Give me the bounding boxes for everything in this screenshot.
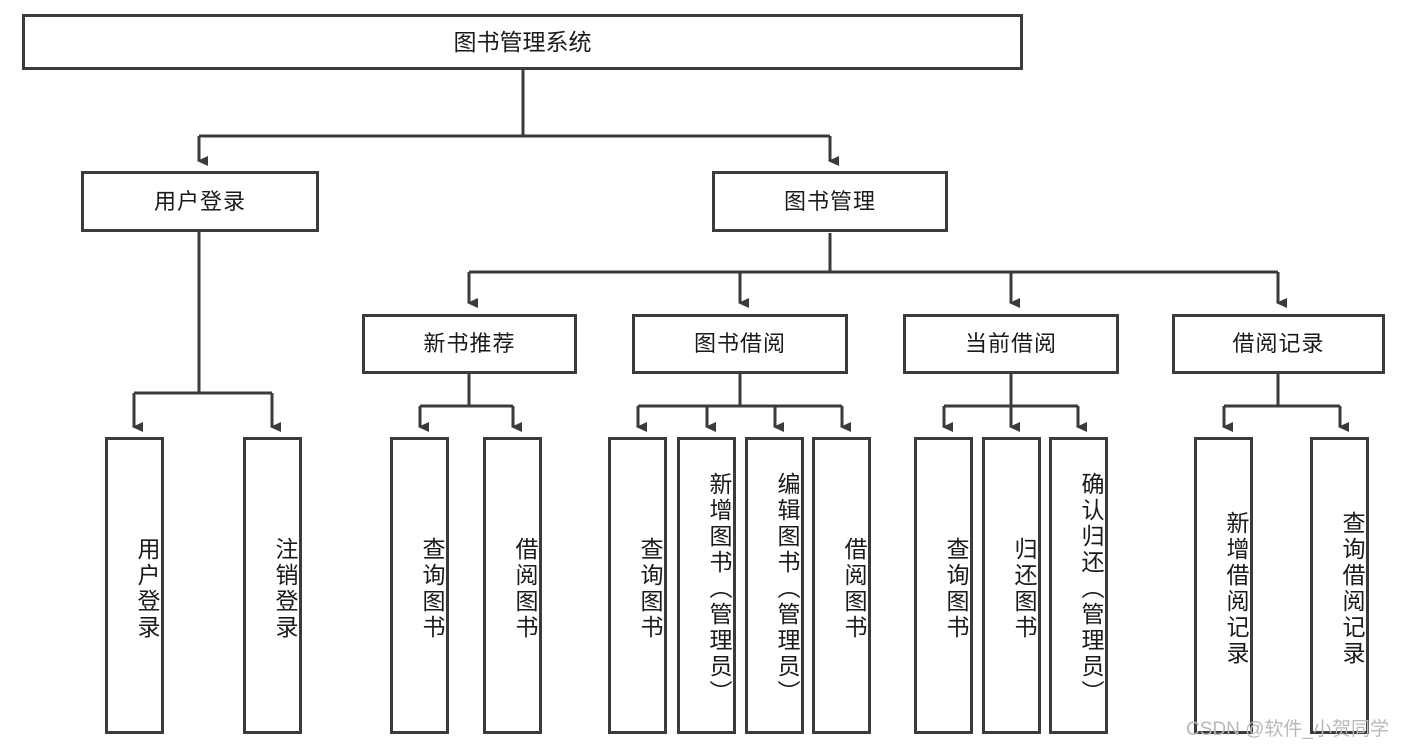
leaf-add-book-admin[interactable]: 新增图书（管理员） <box>677 437 736 734</box>
leaf-user-login[interactable]: 用户登录 <box>105 437 164 734</box>
node-label: 用户登录 <box>134 536 160 641</box>
node-label: 借阅图书 <box>841 536 867 641</box>
node-label: 新增借阅记录 <box>1223 510 1249 667</box>
leaf-borrow-book[interactable]: 借阅图书 <box>812 437 871 734</box>
node-label: 新增图书（管理员） <box>706 471 732 706</box>
node-label: 查询图书 <box>943 536 969 641</box>
node-root-system[interactable]: 图书管理系统 <box>22 14 1023 70</box>
node-label: 编辑图书（管理员） <box>774 471 800 706</box>
leaf-query-book-borrow[interactable]: 查询图书 <box>608 437 667 734</box>
leaf-add-borrow-record[interactable]: 新增借阅记录 <box>1194 437 1253 734</box>
node-label: 注销登录 <box>272 536 298 641</box>
node-label: 归还图书 <box>1011 536 1037 641</box>
leaf-return-book[interactable]: 归还图书 <box>982 437 1041 734</box>
node-label: 用户登录 <box>153 188 246 214</box>
node-book-borrow[interactable]: 图书借阅 <box>632 314 848 374</box>
node-book-management[interactable]: 图书管理 <box>712 171 948 232</box>
node-label: 图书管理系统 <box>453 28 592 55</box>
leaf-borrow-book-recommend[interactable]: 借阅图书 <box>483 437 542 734</box>
leaf-query-borrow-record[interactable]: 查询借阅记录 <box>1310 437 1369 734</box>
leaf-query-book-recommend[interactable]: 查询图书 <box>390 437 449 734</box>
node-label: 借阅记录 <box>1232 331 1325 357</box>
node-label: 确认归还（管理员） <box>1078 471 1104 706</box>
leaf-logout[interactable]: 注销登录 <box>243 437 302 734</box>
node-current-borrow[interactable]: 当前借阅 <box>903 314 1119 374</box>
node-label: 查询借阅记录 <box>1339 510 1365 667</box>
node-label: 借阅图书 <box>512 536 538 641</box>
node-borrow-record[interactable]: 借阅记录 <box>1172 314 1385 374</box>
node-label: 新书推荐 <box>423 331 516 357</box>
node-label: 当前借阅 <box>964 331 1057 357</box>
node-label: 查询图书 <box>419 536 445 641</box>
node-new-book-recommend[interactable]: 新书推荐 <box>362 314 577 374</box>
node-user-login[interactable]: 用户登录 <box>81 171 319 232</box>
leaf-query-book-current[interactable]: 查询图书 <box>914 437 973 734</box>
node-label: 查询图书 <box>637 536 663 641</box>
leaf-confirm-return-admin[interactable]: 确认归还（管理员） <box>1049 437 1108 734</box>
node-label: 图书管理 <box>783 188 876 214</box>
node-label: 图书借阅 <box>693 331 786 357</box>
watermark: CSDN @软件_小贺同学 <box>1186 719 1389 740</box>
leaf-edit-book-admin[interactable]: 编辑图书（管理员） <box>745 437 804 734</box>
